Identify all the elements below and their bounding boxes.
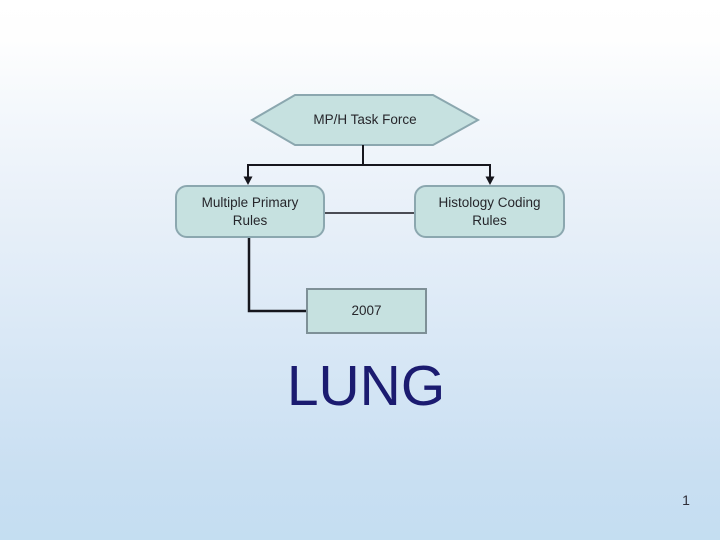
arrowhead-left-icon (243, 176, 253, 185)
year-2007-box: 2007 (306, 288, 427, 334)
histology-coding-rules-box: Histology Coding Rules (414, 185, 565, 238)
branch-connector-line (247, 145, 491, 178)
arrowhead-right-icon (485, 176, 495, 185)
task-force-hexagon-shape (250, 94, 481, 146)
task-force-hexagon-label: MP/H Task Force (313, 112, 417, 128)
elbow-connector-line (247, 238, 306, 313)
multiple-primary-rules-box: Multiple Primary Rules (175, 185, 325, 238)
slide-title: LUNG (286, 354, 446, 418)
page-number: 1 (682, 492, 690, 508)
